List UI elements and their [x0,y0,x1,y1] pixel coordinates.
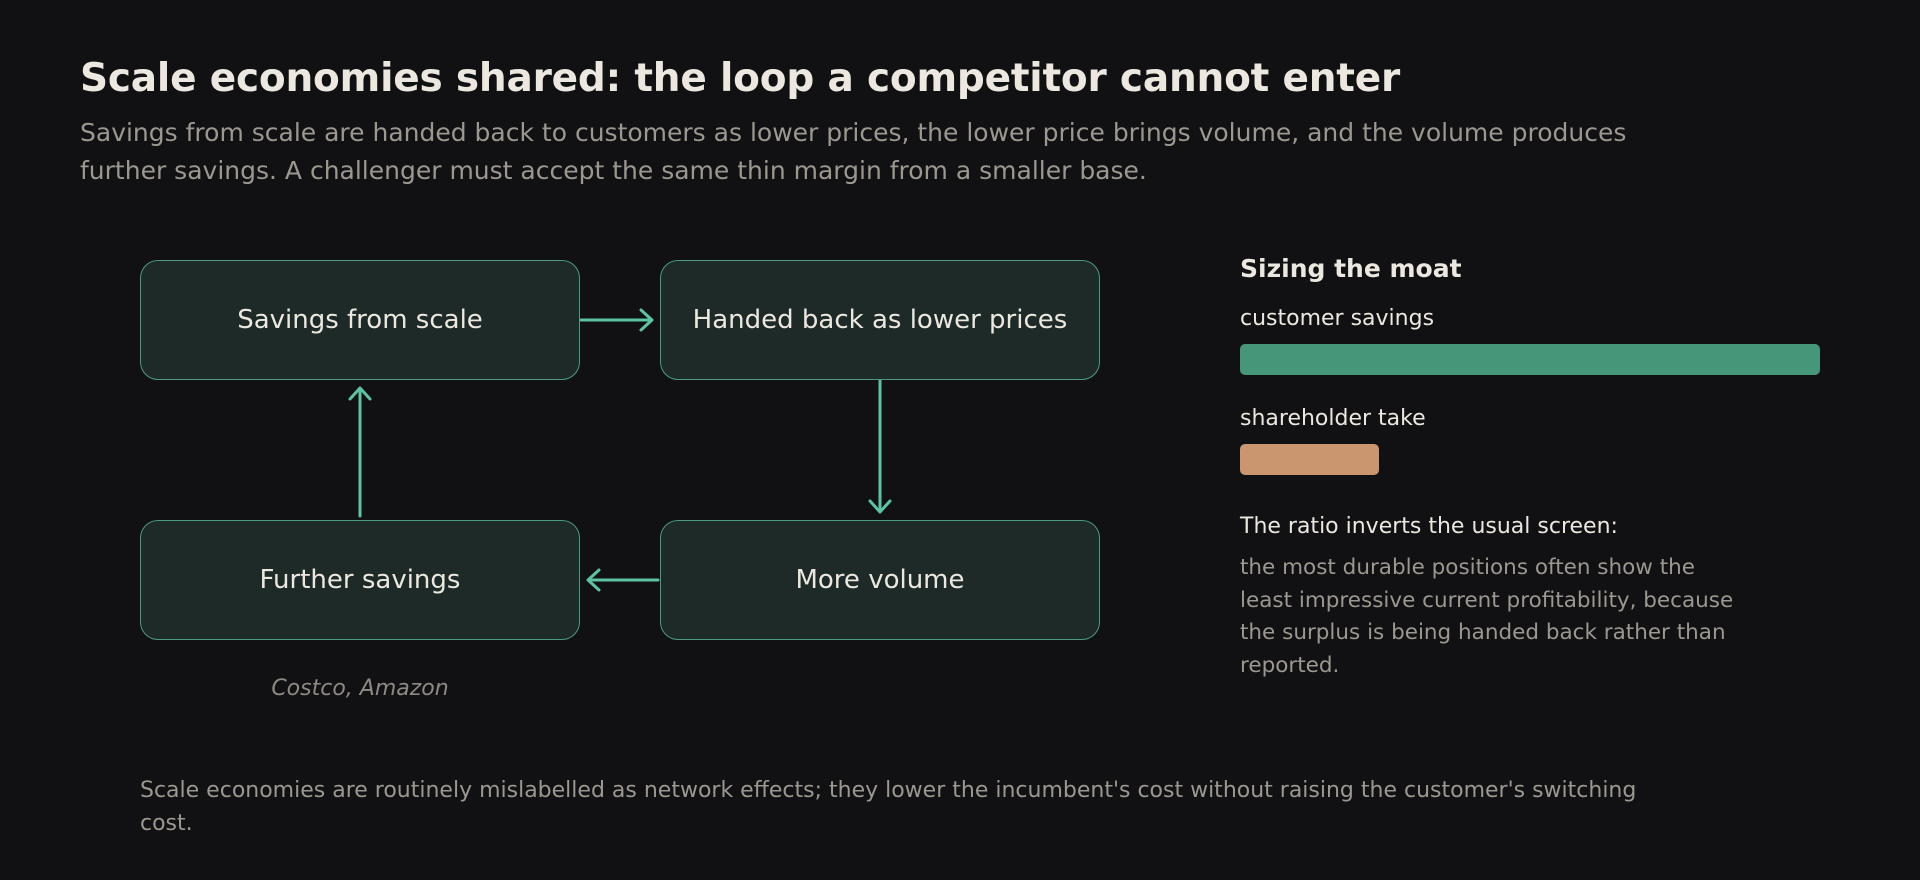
arrow-head [639,308,654,332]
panel-note-heading: The ratio inverts the usual screen: [1240,514,1618,539]
page-title: Scale economies shared: the loop a compe… [80,56,1401,101]
bar-label-customer-savings: customer savings [1240,306,1435,331]
panel-note-body: the most durable positions often show th… [1240,555,1734,678]
arrow-head [586,568,601,592]
bar-fill [1240,444,1380,475]
bar-label-shareholder-take: shareholder take [1240,406,1426,431]
node-savings-from-scale: Savings from scale [140,260,580,380]
footer-note: Scale economies are routinely mislabelle… [140,778,1637,836]
panel-title: Sizing the moat [1240,254,1462,283]
node-further-savings: Further savings [140,520,580,640]
node-label: Savings from scale [237,305,483,335]
bar-customer-savings [1240,344,1820,375]
diagram-caption: Costco, Amazon [271,676,449,701]
arrow-head [868,499,892,514]
page-subtitle: Savings from scale are handed back to cu… [80,118,1627,185]
node-label: More volume [795,565,965,595]
node-more-volume: More volume [660,520,1100,640]
node-label: Handed back as lower prices [692,305,1068,335]
bar-shareholder-take [1240,444,1820,475]
arrow-head [348,386,372,401]
bar-fill [1240,344,1820,375]
node-lower-prices: Handed back as lower prices [660,260,1100,380]
node-label: Further savings [259,565,461,595]
